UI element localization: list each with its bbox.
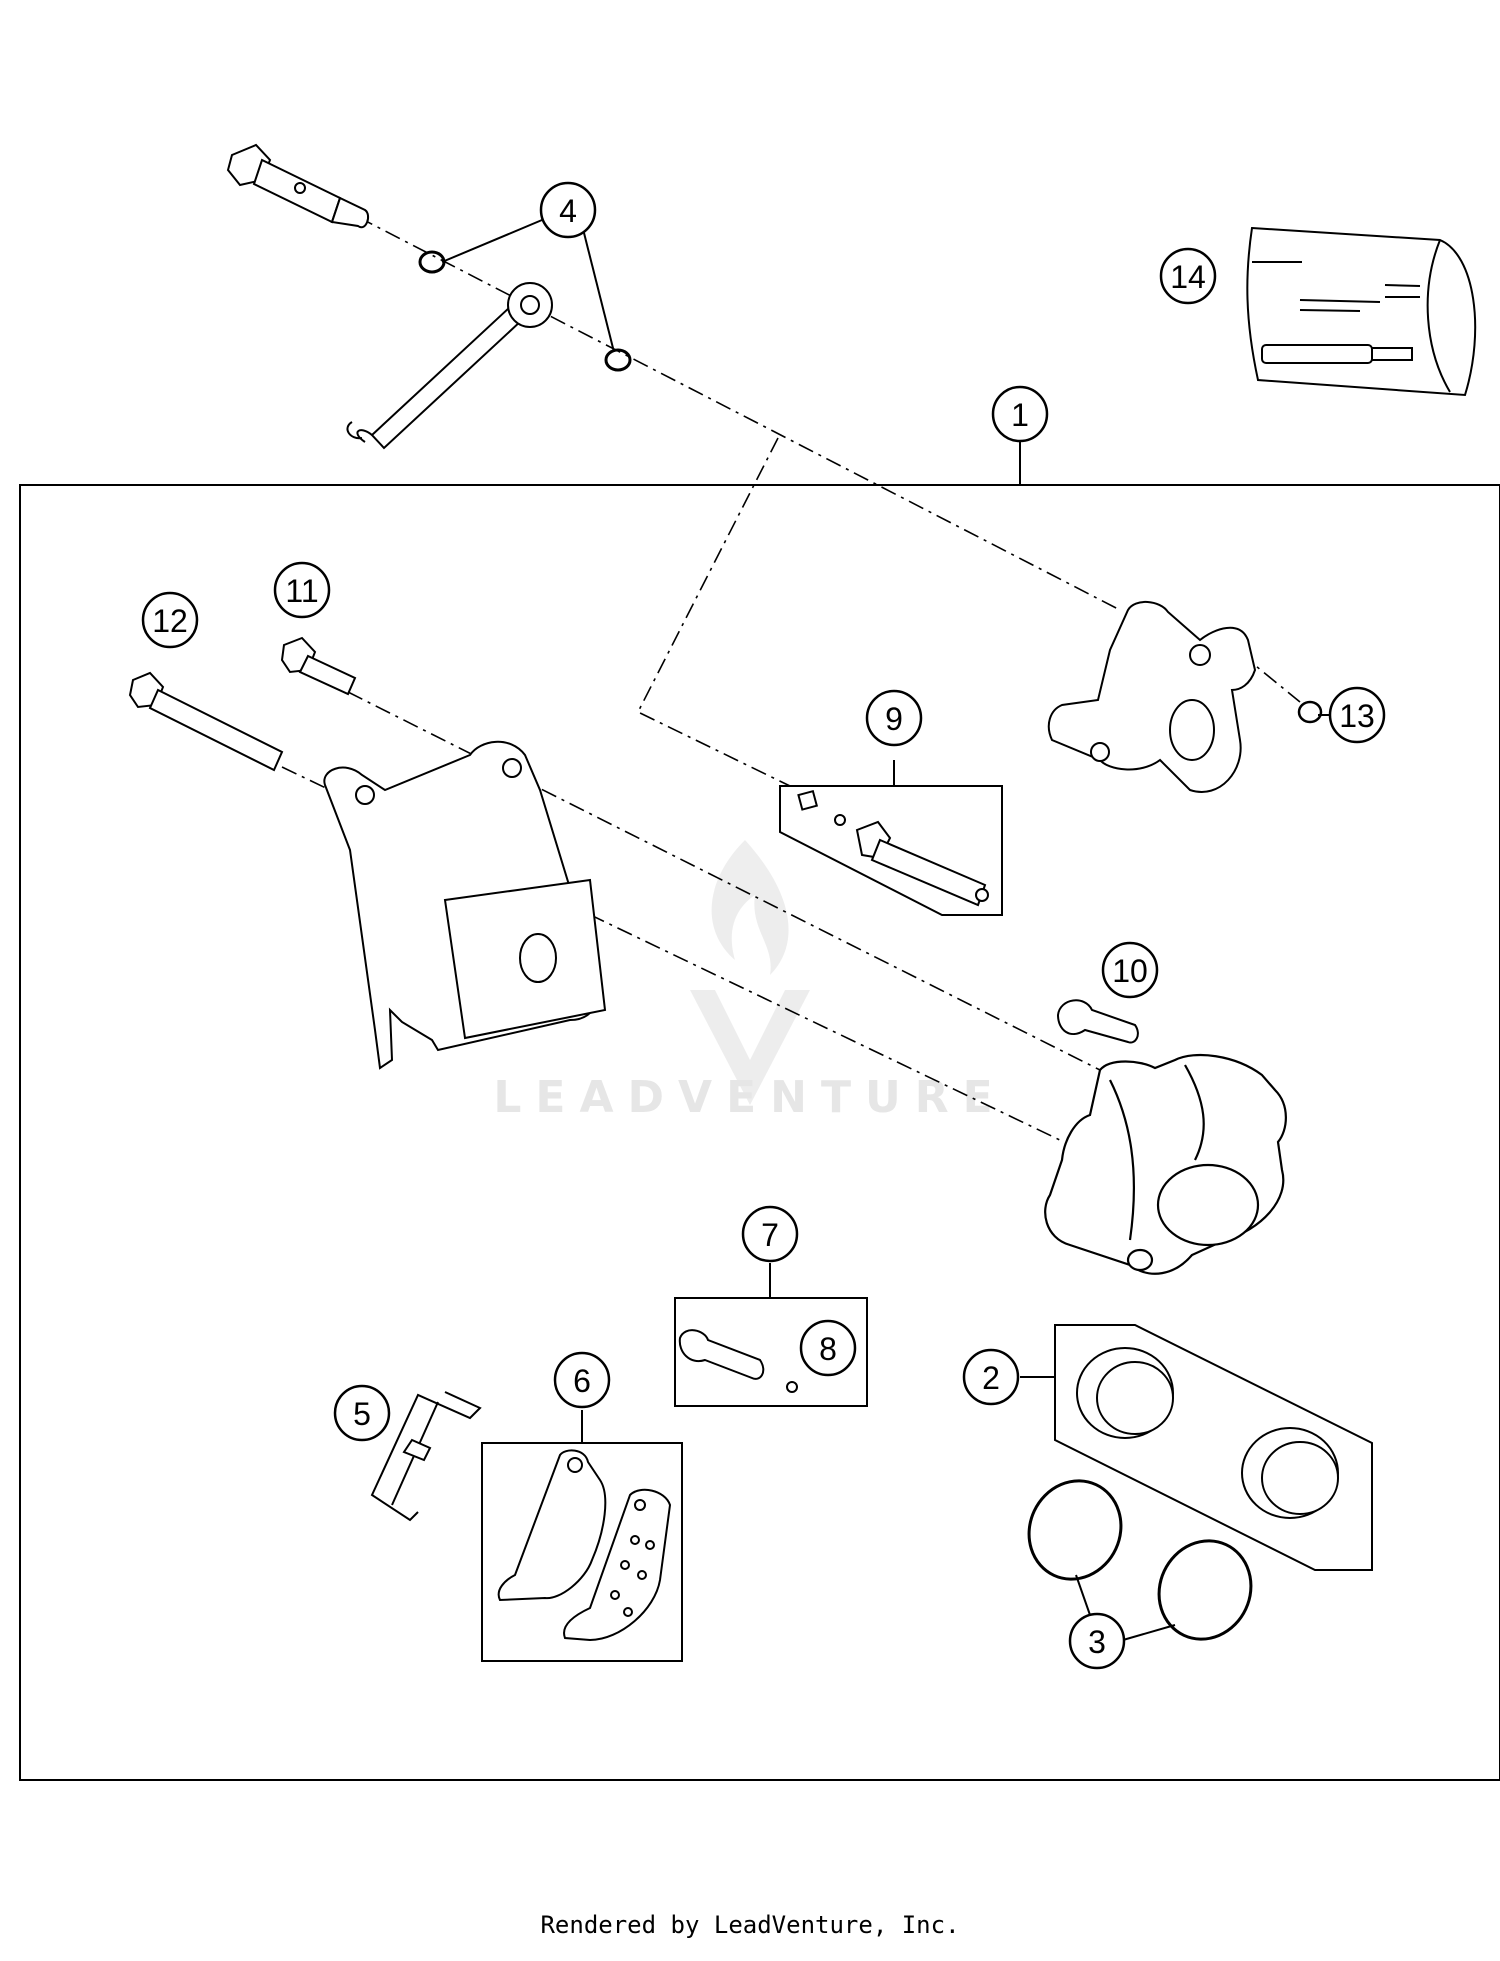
svg-text:10: 10 xyxy=(1112,953,1148,989)
callout-4: 4 xyxy=(539,181,597,239)
piston-seal-1 xyxy=(1027,1479,1123,1581)
kit-frame xyxy=(19,484,1500,1781)
svg-text:6: 6 xyxy=(573,1363,591,1399)
brake-pads-box xyxy=(481,1442,683,1662)
brake-line xyxy=(346,282,553,450)
callout-1: 1 xyxy=(991,385,1049,443)
leader-lines xyxy=(441,219,1330,1641)
watermark-v-logo-icon xyxy=(690,990,810,1105)
svg-text:14: 14 xyxy=(1170,259,1206,295)
svg-text:4: 4 xyxy=(559,193,577,229)
callout-14: 14 xyxy=(1159,247,1217,305)
svg-text:8: 8 xyxy=(819,1331,837,1367)
pistons-box xyxy=(1054,1324,1373,1571)
svg-text:1: 1 xyxy=(1011,397,1029,433)
callout-11: 11 xyxy=(273,561,331,619)
piston-seal-2 xyxy=(1157,1539,1253,1641)
svg-text:5: 5 xyxy=(353,1396,371,1432)
svg-text:12: 12 xyxy=(152,603,188,639)
watermark: LEADVENTURE xyxy=(493,840,1006,1123)
bleeder-kit xyxy=(779,785,1003,916)
watermark-flame-icon xyxy=(711,840,789,975)
callout-6: 6 xyxy=(553,1351,611,1409)
banjo-bolt xyxy=(226,143,369,229)
o-ring-13 xyxy=(1297,700,1323,724)
watermark-text: LEADVENTURE xyxy=(493,1072,1006,1123)
callout-9: 9 xyxy=(865,689,923,747)
callout-3: 3 xyxy=(1068,1612,1126,1670)
callout-8: 8 xyxy=(799,1319,857,1377)
callout-12: 12 xyxy=(141,591,199,649)
callout-5: 5 xyxy=(333,1384,391,1442)
o-ring-lower xyxy=(604,348,632,372)
svg-text:7: 7 xyxy=(761,1217,779,1253)
caliper-half-upper xyxy=(1047,601,1257,793)
caliper-support-bracket xyxy=(323,740,607,1070)
caliper-body xyxy=(1044,1053,1287,1275)
callout-10: 10 xyxy=(1101,941,1159,999)
callout-13: 13 xyxy=(1328,686,1386,744)
pad-spring xyxy=(370,1391,482,1522)
assembly-paste-pouch xyxy=(1246,226,1477,397)
bolt-11 xyxy=(280,636,357,696)
footer-credit: Rendered by LeadVenture, Inc. xyxy=(540,1911,960,1939)
callouts: 1 2 3 4 5 6 7 8 9 10 11 12 13 14 xyxy=(141,181,1386,1670)
pin-kit-box xyxy=(674,1297,868,1407)
svg-text:9: 9 xyxy=(885,701,903,737)
svg-text:2: 2 xyxy=(982,1360,1000,1396)
callout-7: 7 xyxy=(741,1205,799,1263)
svg-text:13: 13 xyxy=(1339,698,1375,734)
callout-2: 2 xyxy=(962,1348,1020,1406)
svg-text:11: 11 xyxy=(285,573,318,609)
o-ring-upper xyxy=(418,250,446,274)
svg-text:3: 3 xyxy=(1088,1624,1106,1660)
slide-pin-10 xyxy=(1056,999,1139,1044)
bolt-12 xyxy=(128,671,284,772)
